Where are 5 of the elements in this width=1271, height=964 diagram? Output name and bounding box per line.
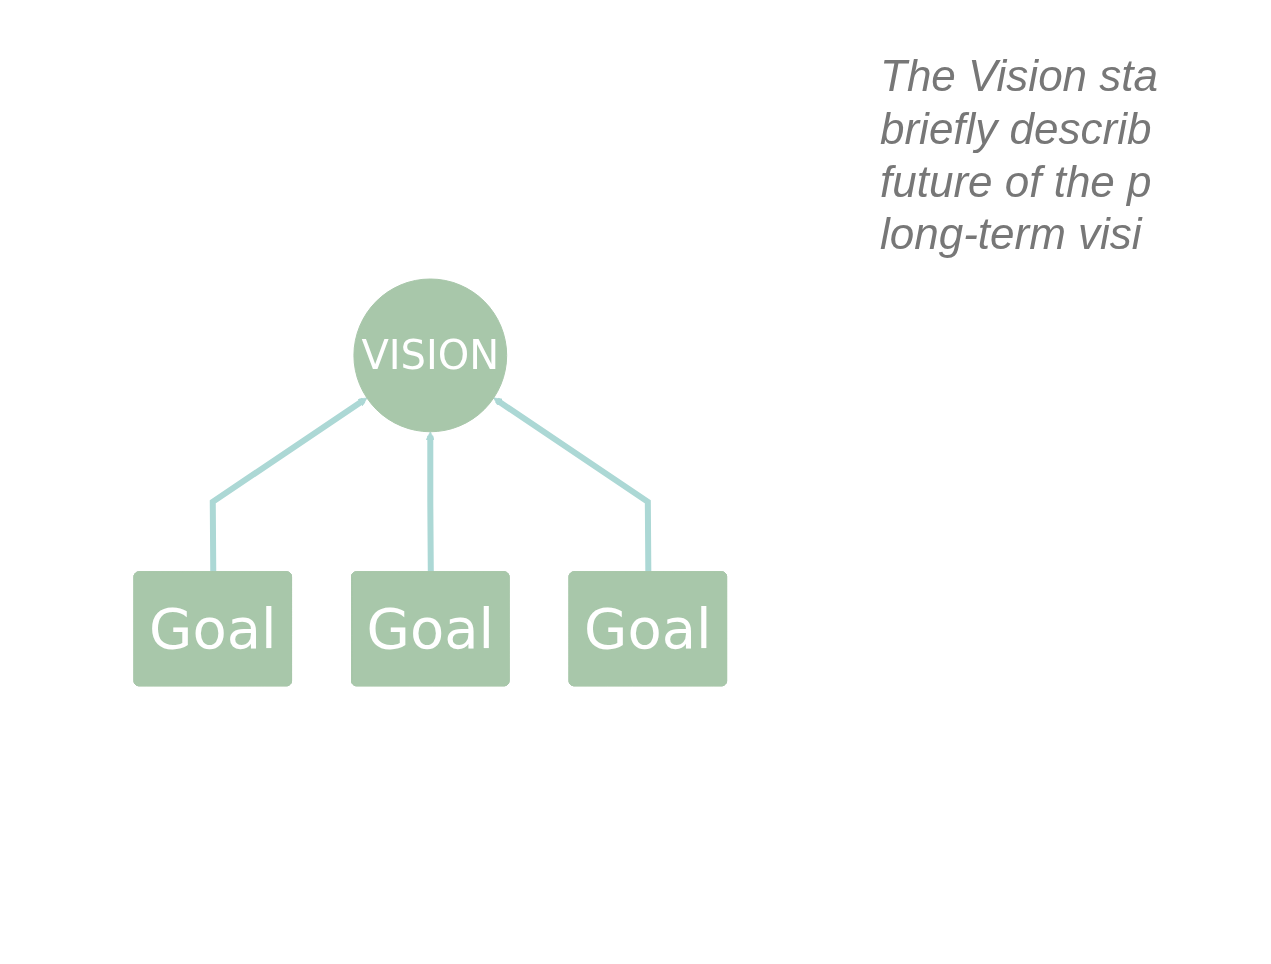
node-circle: VISION — [353, 278, 507, 432]
description-text: The Vision sta briefly describ future of the p long-term visi — [880, 50, 1159, 261]
arrow — [209, 397, 368, 572]
arrow — [425, 431, 435, 572]
arrow — [492, 397, 652, 572]
